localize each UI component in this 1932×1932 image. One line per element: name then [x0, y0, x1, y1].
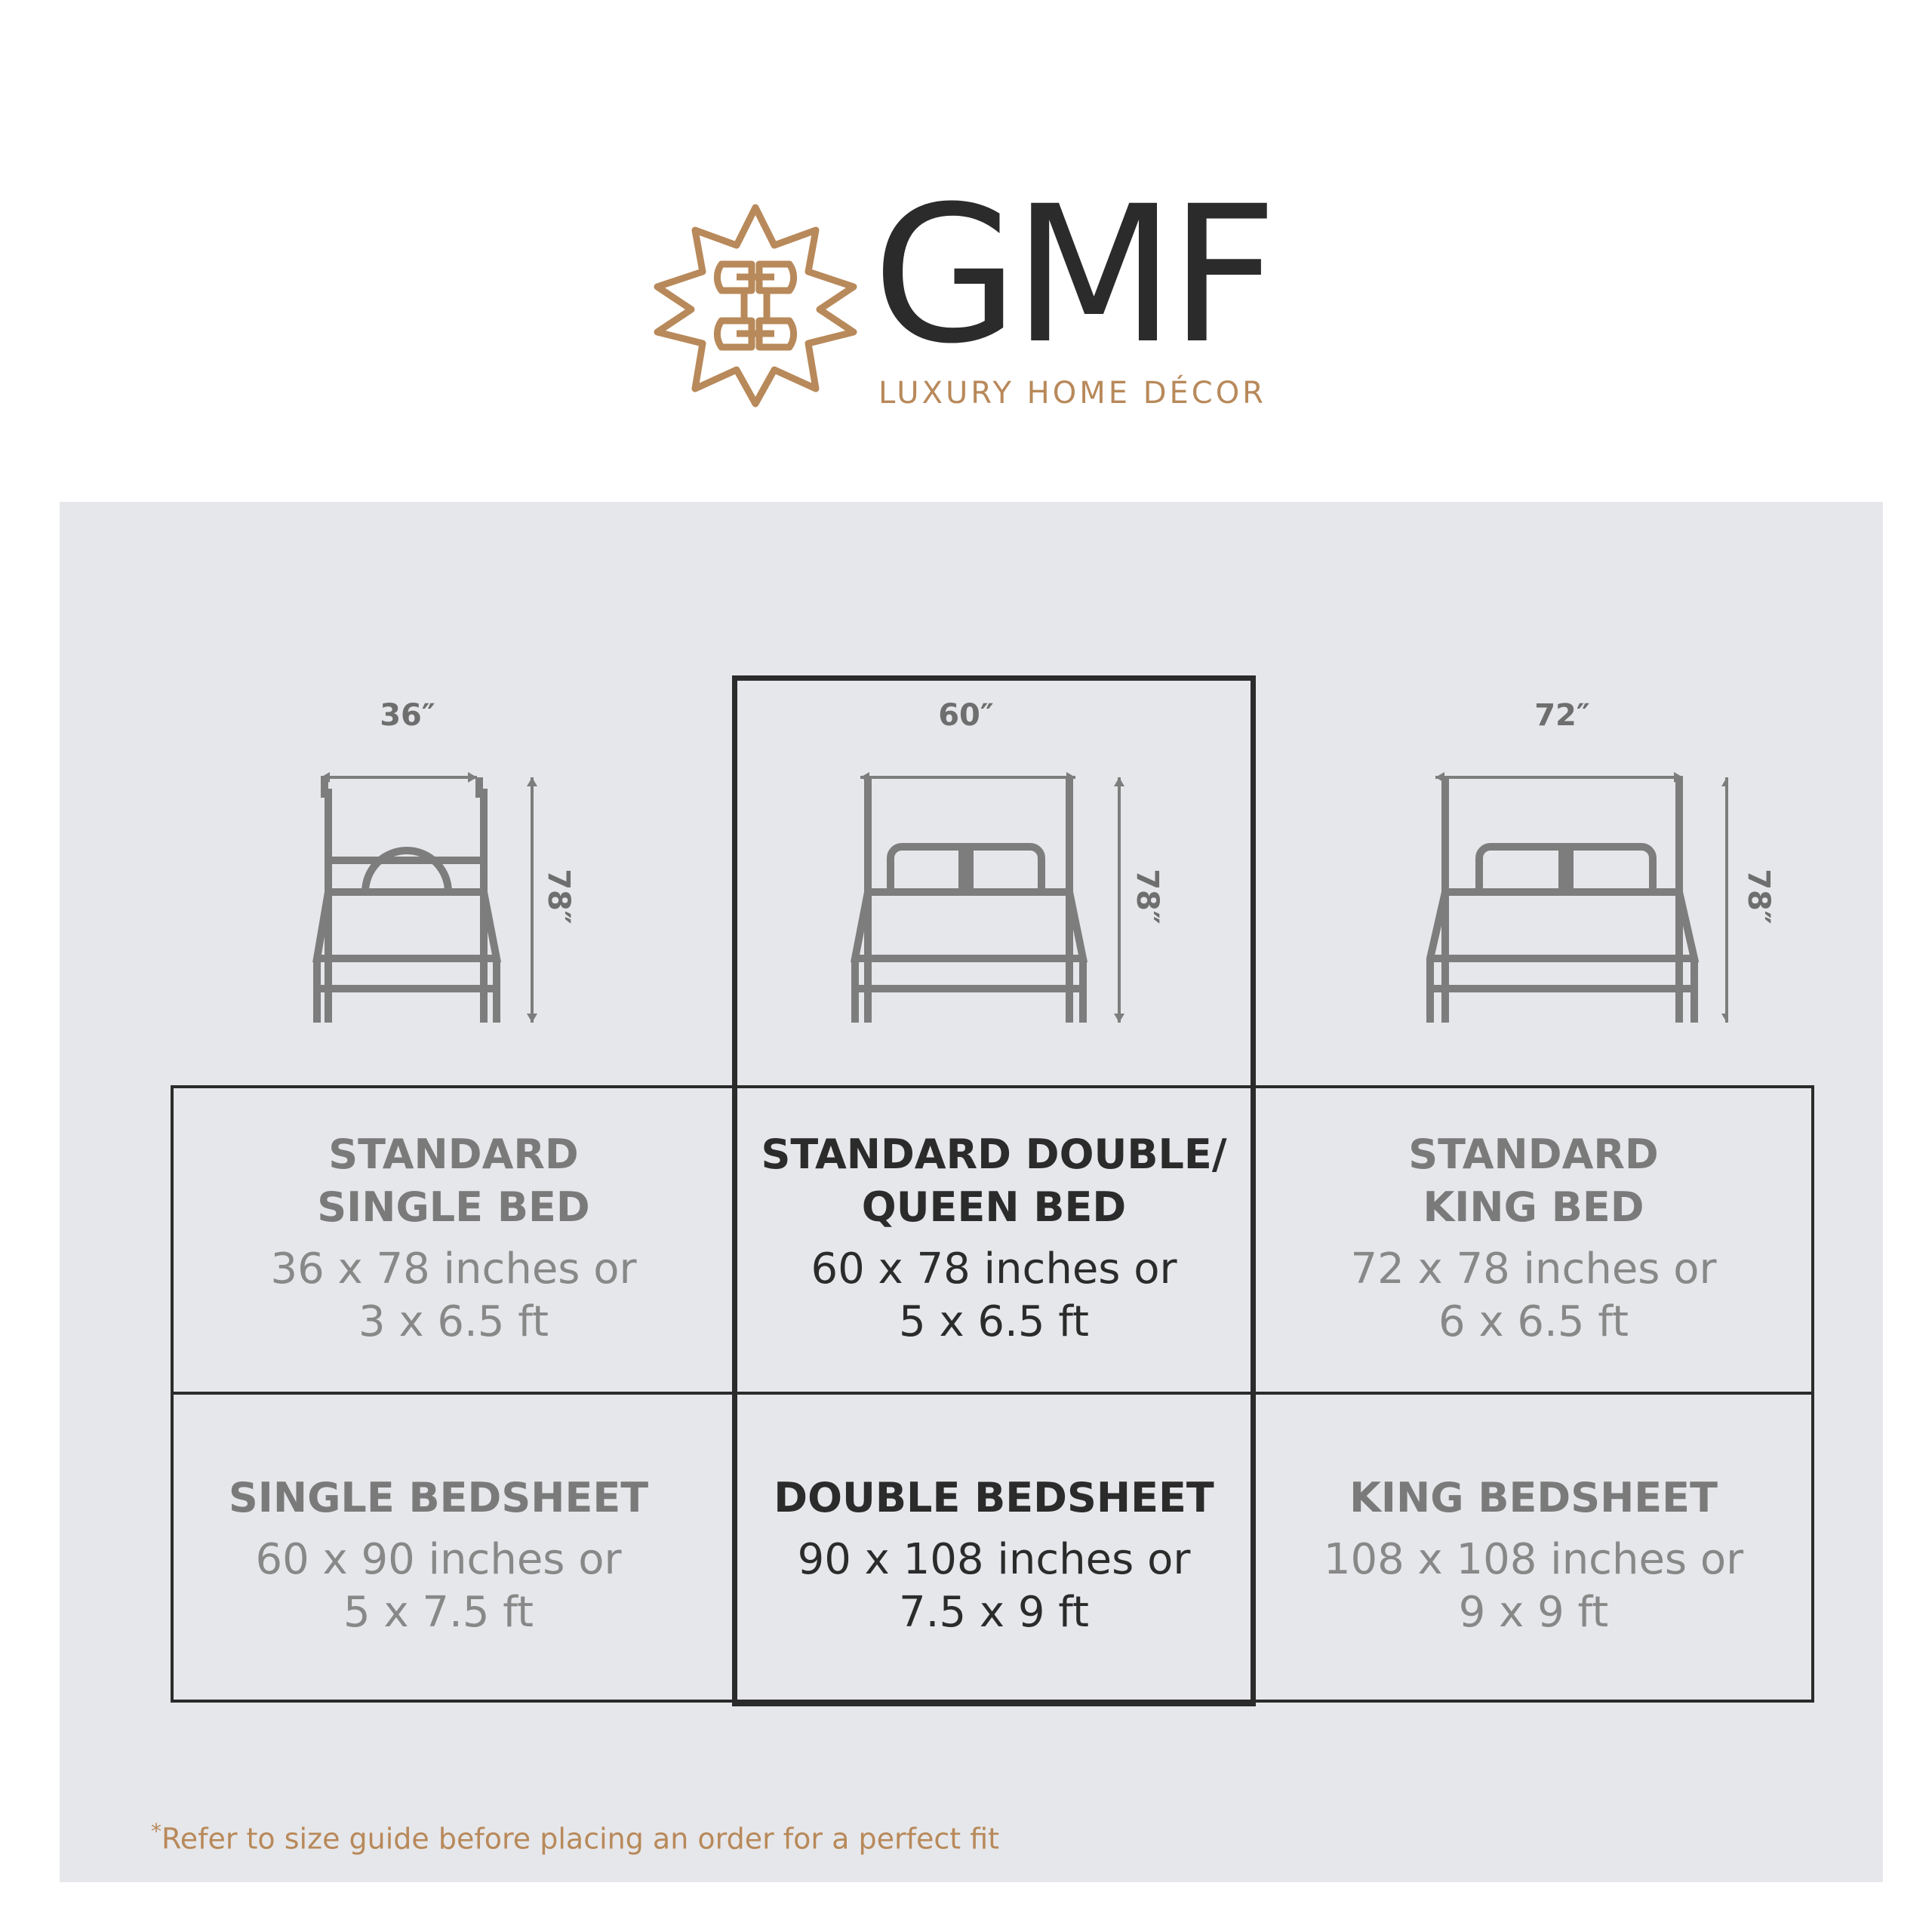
king-bed-icon — [1426, 772, 1728, 1023]
brand-tagline: LUXURY HOME DÉCOR — [878, 376, 1266, 411]
cell-desc: 90 x 108 inches or — [797, 1535, 1191, 1584]
cell-title: STANDARD — [328, 1131, 579, 1178]
cell-desc: 72 x 78 inches or — [1350, 1244, 1717, 1294]
cell-desc: 5 x 7.5 ft — [343, 1588, 534, 1637]
king-bedsheet-cell: KING BEDSHEET 108 x 108 inches or 9 x 9 … — [1256, 1472, 1811, 1639]
king-bed-cell: STANDARD KING BED 72 x 78 inches or 6 x … — [1256, 1128, 1811, 1349]
table-border-right — [1811, 1085, 1814, 1703]
footnote-text: Refer to size guide before placing an or… — [162, 1822, 1000, 1856]
single-bed-icon — [312, 772, 537, 1023]
cell-desc: 36 x 78 inches or — [270, 1244, 637, 1294]
cell-desc: 9 x 9 ft — [1458, 1588, 1609, 1637]
double-bedsheet-cell: DOUBLE BEDSHEET 90 x 108 inches or 7.5 x… — [737, 1472, 1251, 1639]
cell-desc: 5 x 6.5 ft — [899, 1297, 1089, 1346]
single-length-label: 78″ — [541, 869, 576, 924]
flower-knot-logo-icon — [654, 204, 857, 408]
double-bed-cell: STANDARD DOUBLE/ QUEEN BED 60 x 78 inche… — [737, 1128, 1251, 1349]
cell-title: DOUBLE BEDSHEET — [774, 1474, 1214, 1521]
table-border-top — [171, 1085, 1814, 1088]
cell-title: STANDARD DOUBLE/ — [761, 1131, 1227, 1178]
highlight-border-bottom — [732, 1701, 1256, 1706]
table-border-middle — [171, 1392, 1814, 1395]
cell-title: KING BED — [1423, 1183, 1644, 1231]
brand-logo: GMF LUXURY HOME DÉCOR — [654, 181, 1287, 415]
cell-desc: 6 x 6.5 ft — [1438, 1297, 1629, 1346]
table-border-left — [171, 1085, 174, 1703]
cell-desc: 3 x 6.5 ft — [358, 1297, 549, 1346]
cell-title: KING BEDSHEET — [1349, 1474, 1718, 1521]
cell-title: SINGLE BEDSHEET — [228, 1474, 649, 1521]
cell-desc: 108 x 108 inches or — [1323, 1535, 1744, 1584]
brand-name: GMF — [872, 165, 1278, 385]
double-width-label: 60″ — [938, 698, 994, 733]
double-length-label: 78″ — [1130, 869, 1164, 924]
king-width-label: 72″ — [1534, 698, 1590, 733]
highlight-border-right — [1251, 675, 1256, 1706]
cell-title: QUEEN BED — [861, 1183, 1127, 1231]
cell-desc: 7.5 x 9 ft — [899, 1588, 1089, 1637]
footnote-mark: * — [151, 1819, 162, 1844]
footnote: *Refer to size guide before placing an o… — [151, 1819, 999, 1856]
single-bed-cell: STANDARD SINGLE BED 36 x 78 inches or 3 … — [174, 1128, 734, 1349]
cell-title: SINGLE BED — [317, 1183, 590, 1231]
single-bedsheet-cell: SINGLE BEDSHEET 60 x 90 inches or 5 x 7.… — [158, 1472, 718, 1639]
double-bed-icon — [850, 772, 1124, 1023]
cell-title: STANDARD — [1408, 1131, 1659, 1178]
king-length-label: 78″ — [1741, 869, 1776, 924]
highlight-border-top — [732, 675, 1256, 681]
cell-desc: 60 x 90 inches or — [255, 1535, 622, 1584]
cell-desc: 60 x 78 inches or — [811, 1244, 1177, 1294]
highlight-border-left — [732, 675, 737, 1706]
size-guide-panel — [60, 502, 1883, 1882]
single-width-label: 36″ — [380, 698, 435, 733]
